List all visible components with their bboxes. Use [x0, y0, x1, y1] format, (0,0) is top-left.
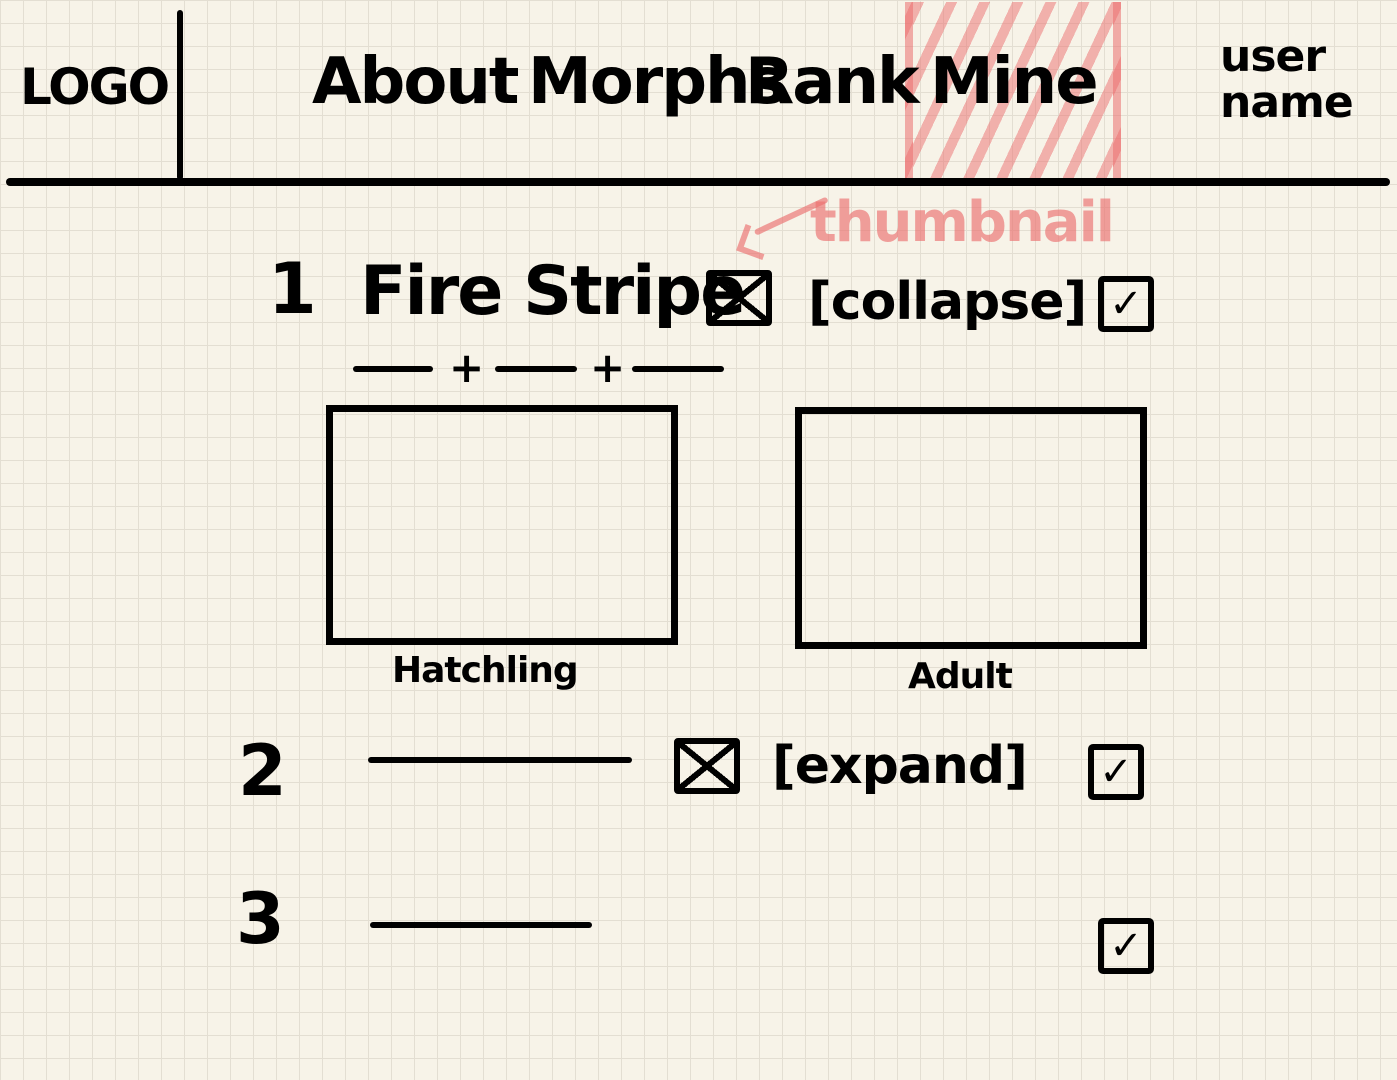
logo-divider: [177, 10, 183, 180]
row-checkbox[interactable]: ✓: [1098, 918, 1154, 974]
hatchling-caption: Hatchling: [392, 650, 579, 691]
check-icon: ✓: [1109, 923, 1143, 969]
adult-image-placeholder[interactable]: [795, 407, 1147, 649]
nav-rank[interactable]: Rank: [745, 45, 920, 119]
logo[interactable]: LOGO: [20, 58, 170, 116]
row-checkbox[interactable]: ✓: [1088, 744, 1144, 800]
nav-morphs[interactable]: Morphs: [528, 45, 787, 119]
gene-slot-placeholder: [632, 366, 724, 372]
morph-name[interactable]: Fire Stripe: [360, 252, 746, 331]
nav-about[interactable]: About: [312, 45, 519, 119]
nav-mine[interactable]: Mine: [930, 45, 1099, 119]
morph-name-placeholder: [368, 757, 632, 763]
adult-caption: Adult: [908, 656, 1013, 697]
plus-icon: +: [449, 343, 485, 392]
check-icon: ✓: [1109, 281, 1143, 327]
gene-slot-placeholder: [495, 366, 577, 372]
gene-slot-placeholder: [353, 366, 433, 372]
check-icon: ✓: [1099, 749, 1133, 795]
plus-icon: +: [590, 343, 626, 392]
row-number: 1: [268, 248, 317, 330]
thumbnail-placeholder-icon: [674, 738, 740, 794]
user-name[interactable]: user name: [1220, 31, 1354, 128]
hatchling-image-placeholder[interactable]: [326, 405, 678, 645]
row-number: 3: [236, 878, 285, 960]
thumbnail-annotation-hatch: [905, 2, 1121, 180]
morph-name-placeholder: [370, 922, 592, 928]
row-checkbox[interactable]: ✓: [1098, 276, 1154, 332]
thumbnail-placeholder-icon: [706, 270, 772, 326]
collapse-toggle[interactable]: [collapse]: [808, 272, 1087, 332]
expand-toggle[interactable]: [expand]: [772, 736, 1028, 796]
header-divider: [6, 178, 1390, 186]
thumbnail-annotation-label: thumbnail: [810, 190, 1115, 255]
row-number: 2: [238, 730, 287, 812]
